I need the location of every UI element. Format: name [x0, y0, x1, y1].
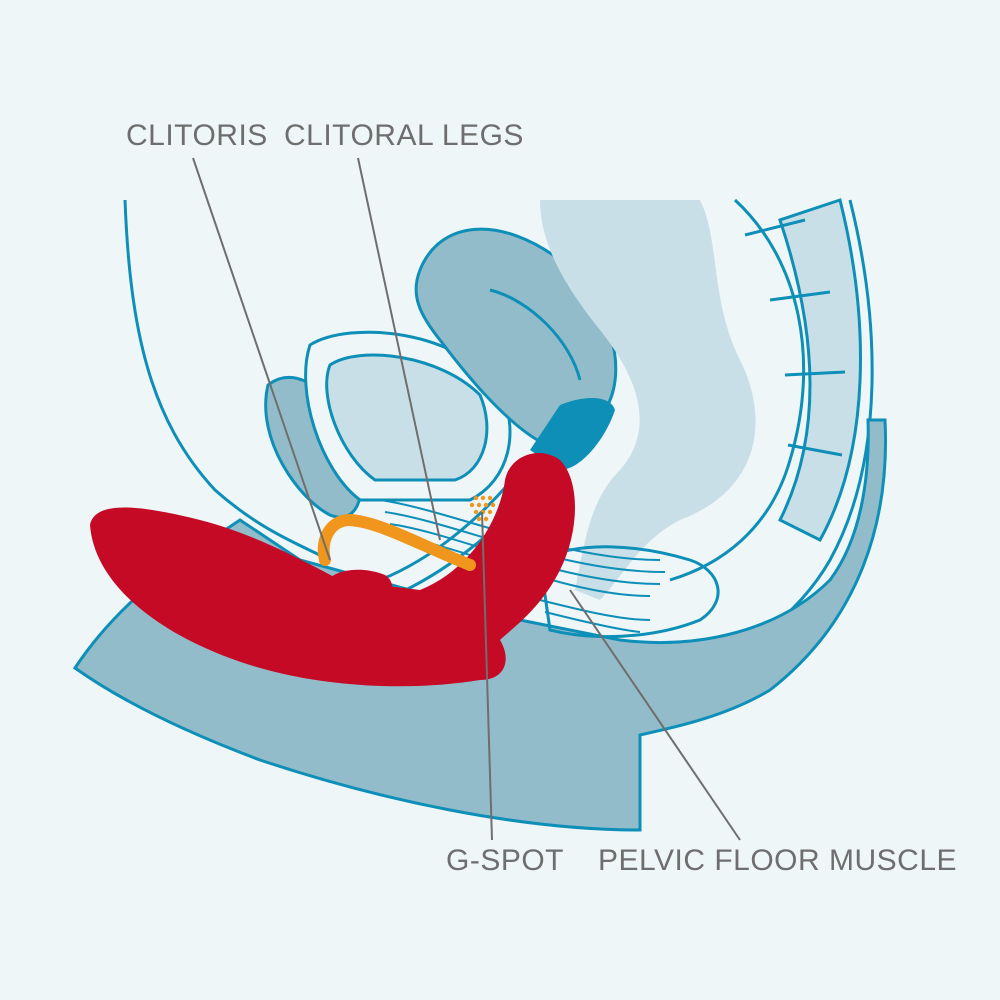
label-clitoris: CLITORIS [126, 119, 268, 152]
pelvic-floor-outline [538, 545, 720, 639]
leader-line-clitoris [192, 157, 331, 561]
clitoral-legs [317, 513, 476, 571]
leader-line-clitoral-legs [357, 157, 441, 541]
bladder-inner [325, 353, 489, 482]
cervix [530, 398, 615, 470]
label-g-spot: G-SPOT [446, 844, 565, 877]
toy-shaft [90, 452, 575, 687]
label-clitoral-legs: CLITORAL LEGS [284, 119, 524, 152]
g-spot-marker [469, 495, 496, 522]
rectum [540, 200, 756, 600]
vertebra-band [777, 198, 862, 542]
spine-inner-outline [669, 198, 806, 582]
vertebra-divider [787, 443, 843, 457]
vertebra-divider [744, 218, 806, 237]
uterine-cavity-line [489, 288, 582, 381]
abdomen-outline [123, 199, 331, 562]
leader-line-g-spot [481, 511, 493, 841]
vertebra-divider [769, 290, 831, 302]
toy-bulb [324, 569, 393, 611]
leader-line-pelvic-floor [569, 589, 741, 841]
vertebra-divider [784, 370, 846, 377]
label-pelvic-floor-muscle: PELVIC FLOOR MUSCLE [598, 844, 958, 877]
